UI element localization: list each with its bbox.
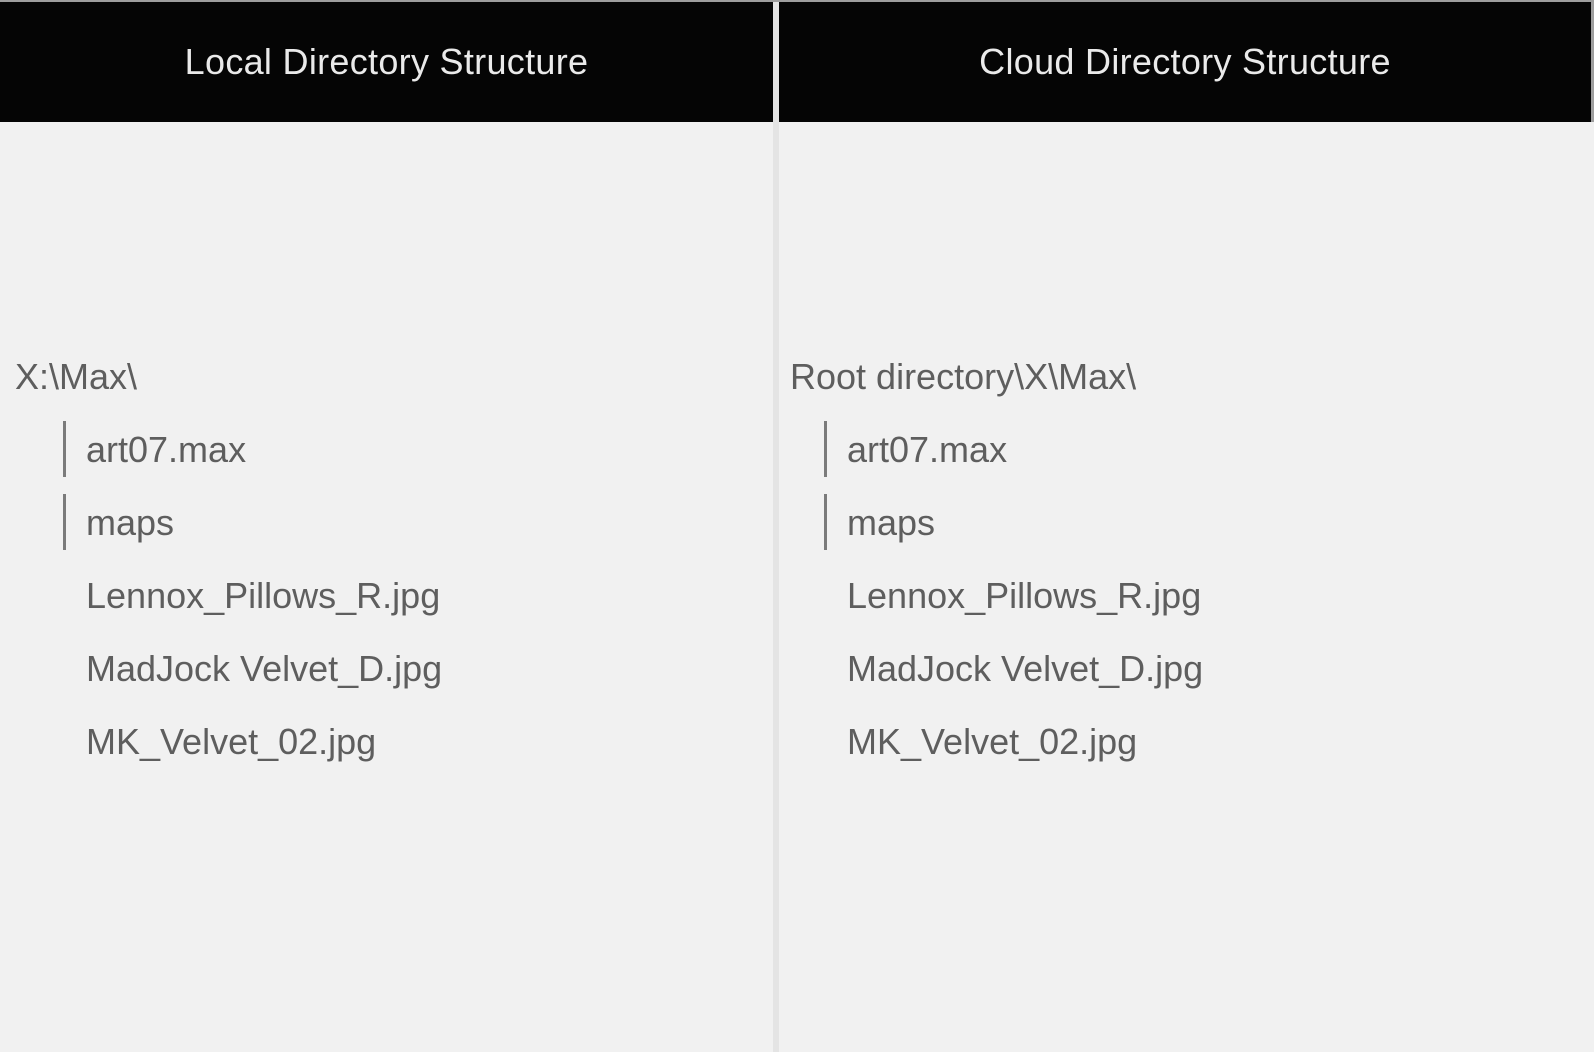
cloud-directory-title: Cloud Directory Structure xyxy=(979,41,1391,82)
tree-row-file: MK_Velvet_02.jpg xyxy=(779,705,1594,778)
tree-branch-bar-icon xyxy=(824,421,827,477)
tree-item-label: maps xyxy=(86,501,175,543)
tree-item-label: MK_Velvet_02.jpg xyxy=(86,720,377,762)
tree-row-file: Lennox_Pillows_R.jpg xyxy=(0,559,773,632)
tree-item-label: MadJock Velvet_D.jpg xyxy=(86,647,443,689)
tree-row-root: X:\Max\ xyxy=(0,340,773,413)
cloud-directory-panel: Cloud Directory Structure Root directory… xyxy=(779,2,1594,1052)
tree-row-file: MK_Velvet_02.jpg xyxy=(0,705,773,778)
tree-item-label: X:\Max\ xyxy=(15,355,138,397)
tree-row-branch: art07.max xyxy=(779,413,1594,486)
cloud-directory-header: Cloud Directory Structure xyxy=(779,2,1594,122)
column-divider xyxy=(773,2,779,1052)
local-directory-header: Local Directory Structure xyxy=(0,2,773,122)
tree-item-label: Root directory\X\Max\ xyxy=(790,355,1137,397)
tree-item-label: art07.max xyxy=(847,428,1008,470)
tree-row-file: Lennox_Pillows_R.jpg xyxy=(779,559,1594,632)
tree-item-label: art07.max xyxy=(86,428,247,470)
tree-item-label: MK_Velvet_02.jpg xyxy=(847,720,1138,762)
tree-branch-bar-icon xyxy=(63,494,66,550)
tree-item-label: maps xyxy=(847,501,936,543)
tree-row-file: MadJock Velvet_D.jpg xyxy=(0,632,773,705)
tree-row-branch: maps xyxy=(0,486,773,559)
tree-row-root: Root directory\X\Max\ xyxy=(779,340,1594,413)
tree-branch-bar-icon xyxy=(824,494,827,550)
tree-row-branch: maps xyxy=(779,486,1594,559)
tree-row-file: MadJock Velvet_D.jpg xyxy=(779,632,1594,705)
local-directory-title: Local Directory Structure xyxy=(184,41,589,82)
local-directory-panel: Local Directory Structure X:\Max\ art07.m… xyxy=(0,2,773,1052)
tree-row-branch: art07.max xyxy=(0,413,773,486)
tree-item-label: MadJock Velvet_D.jpg xyxy=(847,647,1204,689)
tree-item-label: Lennox_Pillows_R.jpg xyxy=(847,574,1202,616)
tree-item-label: Lennox_Pillows_R.jpg xyxy=(86,574,441,616)
tree-branch-bar-icon xyxy=(63,421,66,477)
